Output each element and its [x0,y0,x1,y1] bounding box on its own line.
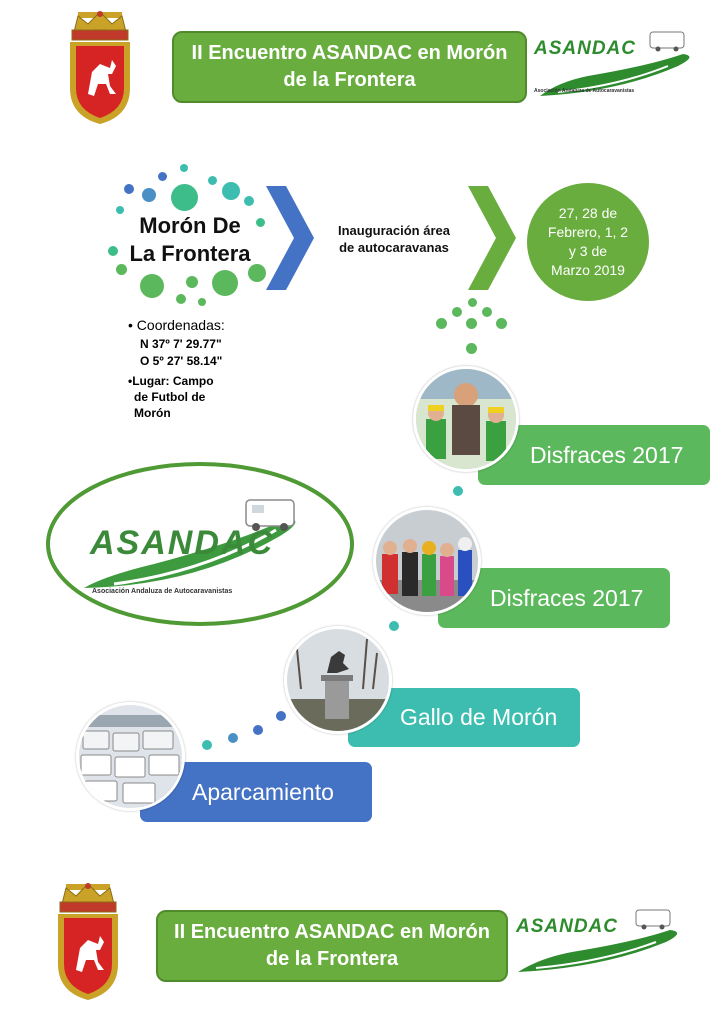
header-title-line1: II Encuentro ASANDAC en Morón [191,42,508,64]
decorative-dot [256,218,265,227]
coordinates-lat: N 37º 7' 29.77" [140,337,222,351]
header-title-banner: II Encuentro ASANDAC en Morón de la Fron… [172,31,527,103]
decorative-dot [222,182,240,200]
asandac-logo-top: ASANDAC Asociación Andaluza de Autocarav… [528,26,708,101]
decorative-dot [116,206,124,214]
decorative-dot [171,184,198,211]
coordinates-label: Coordenadas: [136,317,225,333]
timeline-connector-dot [228,733,238,743]
coat-of-arms-top [60,8,140,128]
decorative-dot [142,188,156,202]
decorative-dot [198,298,206,306]
decorative-dot [436,318,447,329]
header-title-line2: de la Frontera [283,69,416,91]
location-name-line1: Morón De [139,213,241,238]
location-name: Morón De La Frontera [110,212,270,268]
asandac-logo-bottom: ASANDAC [512,906,696,978]
dates-line4: Marzo 2019 [551,262,625,278]
asandac-big-logo-text: ASANDAC [90,524,274,562]
decorative-dot [466,318,477,329]
decorative-dot [108,246,118,256]
asandac-big-logo-subtext: Asociación Andaluza de Autocaravanistas [92,588,233,595]
decorative-dot [124,184,134,194]
decorative-dot [176,294,186,304]
timeline-connector-dot [276,711,286,721]
footer-title-line2: de la Frontera [265,948,399,970]
decorative-dot [248,264,266,282]
decorative-dot [158,172,167,181]
coat-of-arms-bottom [48,880,128,1005]
decorative-dot [466,343,477,354]
inauguration-line1: Inauguración área [338,223,450,238]
timeline-connector-dot [453,486,463,496]
timeline-connector-dot [389,621,399,631]
dates-line3: y 3 de [568,243,608,259]
asandac-logo-top-text: ASANDAC [534,38,636,59]
photo-gallo-monument [284,626,392,734]
dates-line1: 27, 28 de [558,205,618,221]
decorative-dot [452,307,462,317]
photo-costumes-2 [373,507,481,615]
asandac-big-logo: ASANDAC Asociación Andaluza de Autocarav… [44,460,356,628]
place-block: •Lugar: Campo de Futbol de Morón [128,373,298,421]
decorative-dot [140,274,164,298]
chevron-right-icon [468,186,516,290]
timeline-item-disfraces-1: Disfraces 2017 [478,425,710,485]
footer-title-line1: II Encuentro ASANDAC en Morón [174,921,490,943]
place-line1: Lugar: Campo [132,374,214,388]
coordinates-heading: • Coordenadas: [128,317,225,333]
timeline-label: Disfraces 2017 [530,441,684,468]
footer-title-banner: II Encuentro ASANDAC en Morón de la Fron… [156,910,508,982]
decorative-dot [468,298,477,307]
decorative-dot [116,264,127,275]
timeline-connector-dot [202,740,212,750]
decorative-dot [186,276,198,288]
place-line2: de Futbol de [134,390,206,404]
chevron-right-icon [266,186,314,290]
photo-costumes-1 [413,366,519,472]
decorative-dot [180,164,188,172]
decorative-dot [212,270,238,296]
dates-line2: Febrero, 1, 2 [547,224,629,240]
coordinates-block: • Coordenadas: N 37º 7' 29.77" O 5º 27' … [128,317,298,421]
location-name-line2: La Frontera [129,241,251,266]
timeline-connector-dot [253,725,263,735]
timeline-label: Disfraces 2017 [490,584,644,611]
decorative-dot [208,176,217,185]
decorative-dot [244,196,254,206]
inauguration-text: Inauguración área de autocaravanas [324,222,464,256]
asandac-logo-top-subtext: Asociación Andaluza de Autocaravanistas [534,88,635,94]
coordinates-lon: O 5º 27' 58.14" [140,354,223,368]
decorative-dot [482,307,492,317]
timeline-label: Aparcamiento [192,778,334,805]
photo-parking [76,702,185,811]
place-line3: Morón [134,406,171,420]
dates-circle: 27, 28 de Febrero, 1, 2 y 3 de Marzo 201… [527,183,649,301]
decorative-dot [496,318,507,329]
inauguration-line2: de autocaravanas [339,240,449,255]
asandac-logo-bottom-text: ASANDAC [516,916,618,937]
timeline-label: Gallo de Morón [400,704,558,730]
